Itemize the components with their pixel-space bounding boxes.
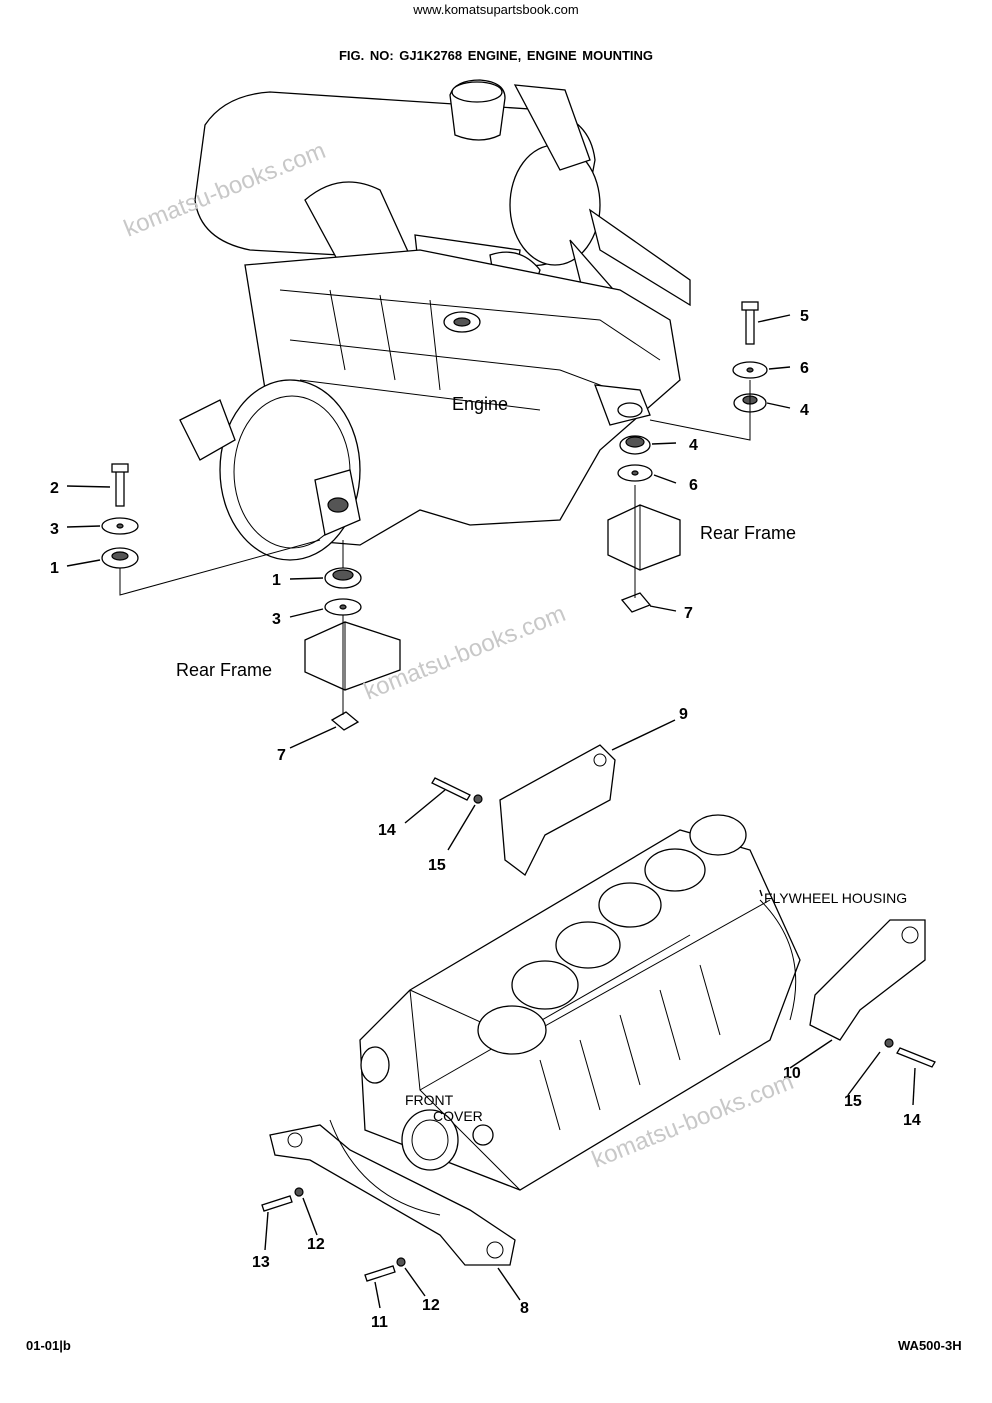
callout-1-center: 1 xyxy=(272,572,281,589)
callout-1-left: 1 xyxy=(50,560,59,577)
callout-4-upper-right: 4 xyxy=(800,402,809,419)
callout-12-upper: 12 xyxy=(307,1236,325,1253)
website-url: www.komatsupartsbook.com xyxy=(413,2,579,17)
footer-page-code: 01-01|b xyxy=(26,1338,71,1353)
engine-caption: Engine xyxy=(452,394,508,414)
callout-6-upper-right: 6 xyxy=(800,360,809,377)
left-mount-stack xyxy=(101,463,401,731)
callout-3-center: 3 xyxy=(272,611,281,628)
callout-6-right: 6 xyxy=(689,477,698,494)
callout-14-upper: 14 xyxy=(378,822,396,839)
rear-frame-caption-left: Rear Frame xyxy=(176,660,272,680)
callout-12-lower: 12 xyxy=(422,1297,440,1314)
callout-15-upper: 15 xyxy=(428,857,446,874)
callout-3-left: 3 xyxy=(50,521,59,538)
callout-7-right: 7 xyxy=(684,605,693,622)
callout-13: 13 xyxy=(252,1254,270,1271)
leader-lines xyxy=(66,314,916,1309)
callout-9: 9 xyxy=(679,706,688,723)
engine-block-illustration xyxy=(261,744,936,1282)
flywheel-housing-caption: FLYWHEEL HOUSING xyxy=(764,890,907,906)
callout-10: 10 xyxy=(783,1065,801,1082)
callout-labels: 5 6 4 4 6 7 2 3 1 1 3 7 9 14 15 10 15 14… xyxy=(50,308,921,1331)
footer-model: WA500-3H xyxy=(898,1338,962,1353)
callout-4-right: 4 xyxy=(689,437,698,454)
cover-caption: COVER xyxy=(433,1108,483,1124)
captions: Engine Rear Frame Rear Frame FLYWHEEL HO… xyxy=(176,394,907,1124)
rear-frame-caption-right: Rear Frame xyxy=(700,523,796,543)
callout-5: 5 xyxy=(800,308,809,325)
callout-2: 2 xyxy=(50,480,59,497)
callout-14-right: 14 xyxy=(903,1112,921,1129)
engine-illustration xyxy=(179,79,691,561)
callout-8: 8 xyxy=(520,1300,529,1317)
front-caption: FRONT xyxy=(405,1092,454,1108)
callout-15-right: 15 xyxy=(844,1093,862,1110)
figure-title: FIG. NO: GJ1K2768 ENGINE, ENGINE MOUNTIN… xyxy=(338,48,654,63)
callout-7-left: 7 xyxy=(277,747,286,764)
callout-11: 11 xyxy=(371,1314,388,1331)
right-mount-stack xyxy=(607,301,768,613)
